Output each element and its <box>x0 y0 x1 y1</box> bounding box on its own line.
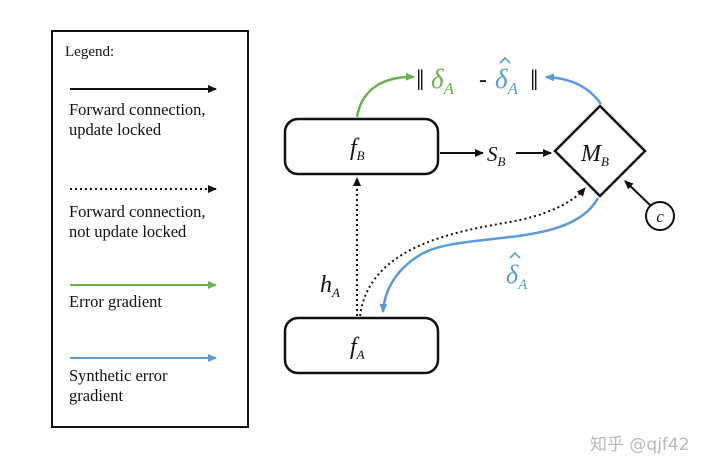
norm-minus: - <box>479 67 487 93</box>
norm-open: ‖ <box>416 64 424 97</box>
norm-hat <box>499 56 511 64</box>
watermark: 知乎 @qjf42 <box>590 435 690 455</box>
legend-label-forward-unlocked: Forward connection, not update locked <box>69 202 206 241</box>
label-ha: hA <box>320 272 340 300</box>
label-synthetic-gradient: δA <box>506 260 528 293</box>
legend-title: Legend: <box>65 44 115 60</box>
legend-label-error-gradient: Error gradient <box>69 292 162 311</box>
arrow-error-gradient <box>355 72 415 118</box>
arrow-synthetic-gradient <box>379 197 600 313</box>
node-mb-label: MB <box>580 141 609 169</box>
arrow-fa-to-mb <box>359 187 586 317</box>
node-fb <box>283 117 440 176</box>
arrow-mb-to-norm <box>545 73 603 105</box>
node-fb-label: fB <box>350 135 365 163</box>
legend-label-synthetic-gradient: Synthetic error gradient <box>69 366 168 405</box>
legend-label-forward-locked: Forward connection, update locked <box>69 100 206 139</box>
legend-box: Legend: Forward connection, update locke… <box>51 30 249 428</box>
synthetic-hat <box>509 251 521 259</box>
norm-delta-hat: δA <box>495 64 519 98</box>
node-mb <box>553 104 647 198</box>
node-fa-label: fA <box>350 334 365 362</box>
error-norm-expression: ‖ δA - δA ‖ <box>416 56 538 98</box>
norm-close: ‖ <box>530 64 538 97</box>
norm-delta: δA <box>431 64 455 98</box>
node-fa <box>283 316 440 375</box>
label-sb: SB <box>487 142 506 169</box>
arrow-c-to-mb <box>624 180 651 206</box>
node-c <box>645 201 675 231</box>
node-c-label: c <box>656 207 664 226</box>
